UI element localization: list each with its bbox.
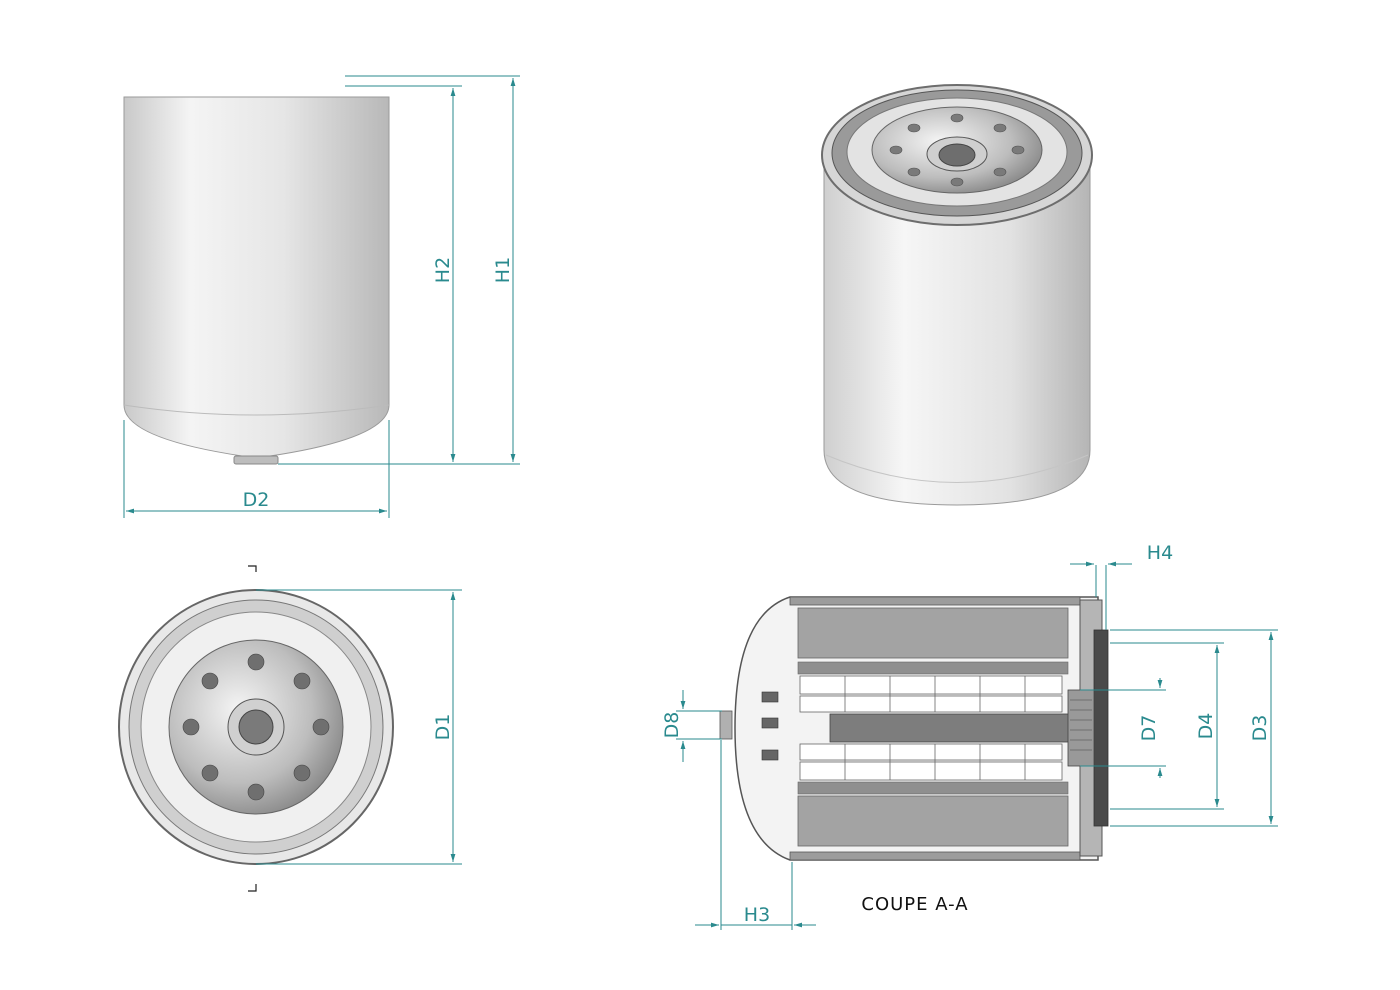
- dimension-h4: H4: [1147, 542, 1173, 564]
- dimension-d1: D1: [432, 714, 454, 741]
- filter-body-iso: [823, 154, 1091, 506]
- dimension-d3: D3: [1249, 715, 1271, 742]
- gasket: [1093, 629, 1109, 827]
- dimension-h2: H2: [432, 257, 454, 283]
- filter-body-front: [123, 96, 390, 459]
- center-thread: [238, 709, 274, 745]
- media-lower: [797, 795, 1069, 847]
- media-upper: [797, 607, 1069, 659]
- dimension-h3: H3: [744, 904, 770, 926]
- dimension-d8: D8: [661, 712, 683, 739]
- section-caption: COUPE A-A: [861, 894, 968, 915]
- section-view: [719, 596, 1109, 861]
- bottom-view-dimensions: [256, 589, 462, 865]
- center-tube: [829, 713, 1071, 743]
- bottom-view-holes: [182, 653, 330, 801]
- dimension-d4: D4: [1195, 713, 1217, 740]
- drain-nipple: [233, 455, 279, 465]
- perforated-core: [799, 675, 1063, 781]
- front-view: [123, 96, 390, 465]
- isometric-view: [821, 84, 1093, 506]
- thread-insert: [1067, 689, 1095, 767]
- baseplate-holes: [889, 113, 1025, 187]
- dimension-d2: D2: [243, 489, 270, 511]
- front-view-dimensions: [123, 75, 520, 518]
- bottom-view: [118, 565, 394, 892]
- drain-plug: [719, 710, 733, 740]
- dimension-d7: D7: [1138, 715, 1160, 742]
- dimension-h1: H1: [492, 257, 514, 283]
- section-view-dimensions: [676, 561, 1278, 930]
